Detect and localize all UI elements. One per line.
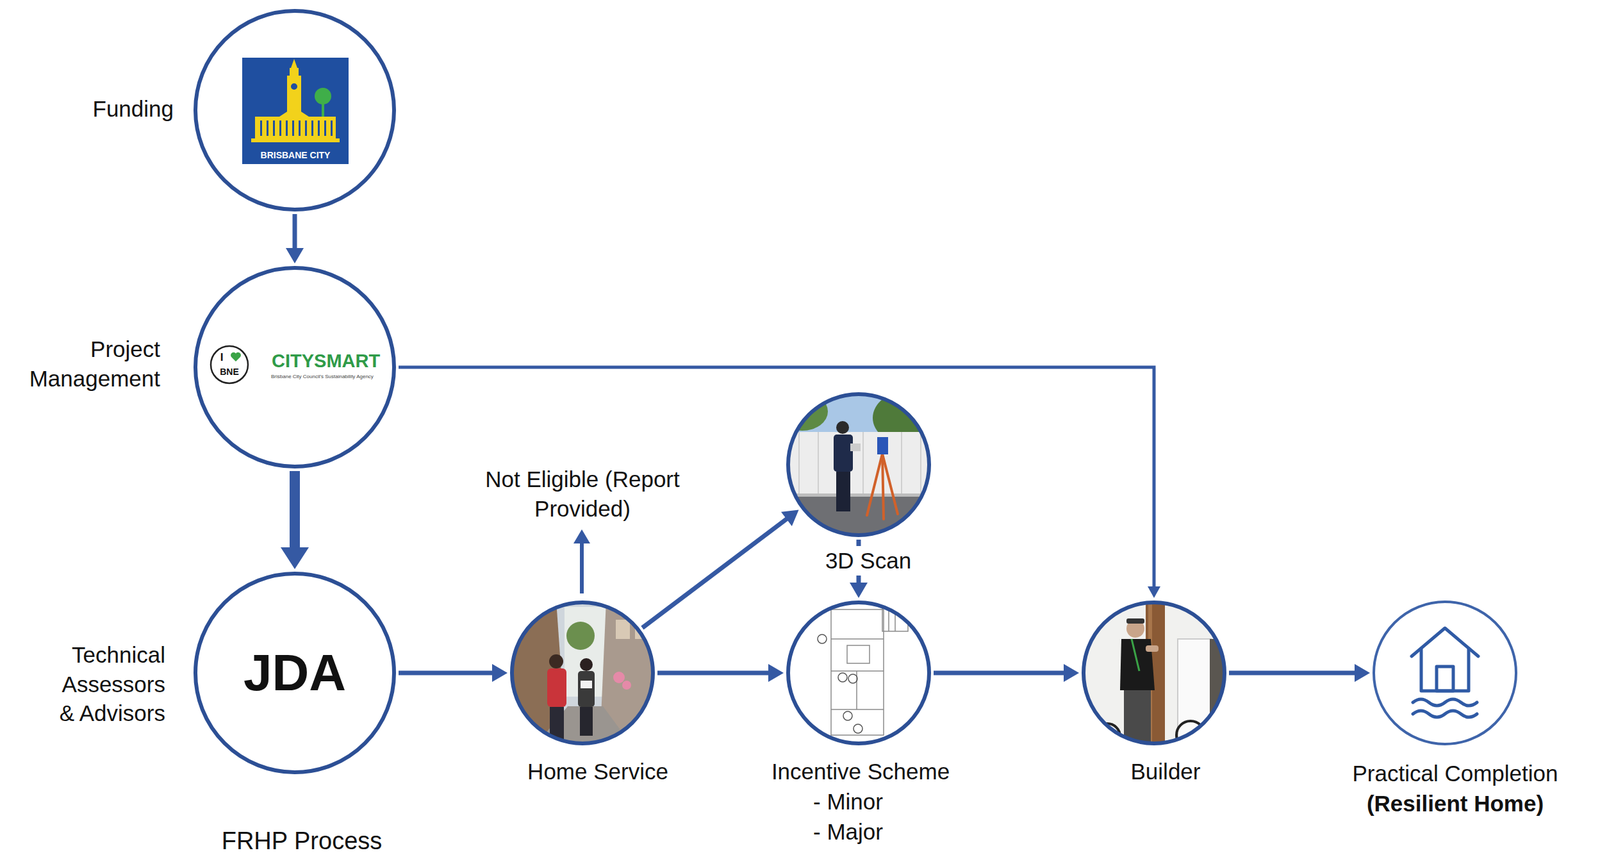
brisbane-logo [242, 57, 349, 165]
logo-tagline: Brisbane City Council's Sustainability A… [271, 374, 374, 380]
not-eligible-arrow [573, 529, 591, 594]
home-service-photo [510, 600, 655, 746]
tree-crown [314, 87, 332, 105]
node-label: 3D Scan [821, 545, 916, 576]
arrowhead [1147, 586, 1161, 598]
connector-line [657, 670, 772, 676]
heart-symbol [230, 352, 241, 362]
note-text: Not Eligible (Report Provided) [483, 464, 682, 523]
connector-arrow [933, 663, 1080, 682]
arrowhead [492, 663, 508, 682]
arrowhead [768, 663, 784, 682]
connector-line [933, 670, 1067, 676]
tower-top [289, 67, 299, 76]
node-label: Technical Assessors & Advisors [49, 640, 166, 728]
list-item: - Major [813, 816, 883, 847]
outcome-circle: Practical Completion(Resilient Home) [1372, 600, 1518, 746]
connector-line [292, 214, 298, 252]
logo-text: BNE [219, 367, 240, 377]
organisation-name: JDA [243, 647, 347, 699]
logo-text: CITYSMART [271, 351, 380, 371]
hall-base [251, 138, 340, 143]
badge-ring [210, 346, 248, 384]
arrowhead [1063, 663, 1080, 682]
connector-line [1228, 670, 1358, 676]
pediment [279, 107, 309, 117]
node-label: Practical Completion [1352, 758, 1559, 789]
connector-line [289, 470, 300, 552]
process-circle: Incentive Scheme- Minor- Major [786, 600, 932, 746]
project-management-circle: Project ManagementIBNECITYSMARTBrisbane … [193, 265, 396, 469]
logo-text: I [220, 351, 224, 363]
process-circle: Builder [1081, 600, 1227, 746]
arrowhead [1354, 663, 1370, 682]
logo-text: BRISBANE CITY [260, 150, 331, 160]
node-label: (Resilient Home) [1366, 788, 1544, 819]
connector-arrow [657, 663, 784, 682]
clock-face [290, 82, 298, 91]
connector-arrow [398, 663, 508, 682]
technical-circle: Technical Assessors & AdvisorsJDA [193, 571, 396, 775]
arrowhead [280, 547, 309, 570]
connector-arrow [1228, 663, 1370, 682]
funding-circle: FundingBRISBANE CITY [193, 8, 396, 212]
process-circle: 3D Scan [786, 392, 932, 537]
columns [260, 120, 333, 136]
connector-arrow [285, 214, 304, 264]
plan-drawing [786, 600, 932, 746]
connector-line [398, 670, 496, 676]
logo-ground [242, 57, 349, 165]
node-label: Home Service [527, 756, 669, 787]
resilient-home-icon [1411, 627, 1479, 718]
process-circle: Home Service [510, 600, 655, 746]
arrowhead [849, 582, 868, 598]
scan-photo [776, 390, 944, 537]
connector-line [642, 517, 789, 628]
arrowhead [285, 247, 304, 264]
node-label: Builder [1130, 756, 1201, 787]
citysmart-badge [210, 346, 248, 384]
node-label: Incentive Scheme [771, 756, 950, 787]
tower-spire [290, 58, 298, 68]
connector-arrow [280, 470, 309, 570]
city-hall [255, 116, 336, 139]
connector-arrow [642, 509, 799, 628]
node-label: Funding [92, 94, 174, 124]
connector-line [398, 367, 1155, 589]
connector-arrow [398, 367, 1161, 598]
node-label: Project Management [22, 334, 161, 393]
diagram-caption: FRHP Process [221, 826, 383, 857]
arrowhead [781, 509, 800, 527]
builder-photo [1081, 600, 1227, 750]
list-item: - Minor [813, 786, 883, 817]
